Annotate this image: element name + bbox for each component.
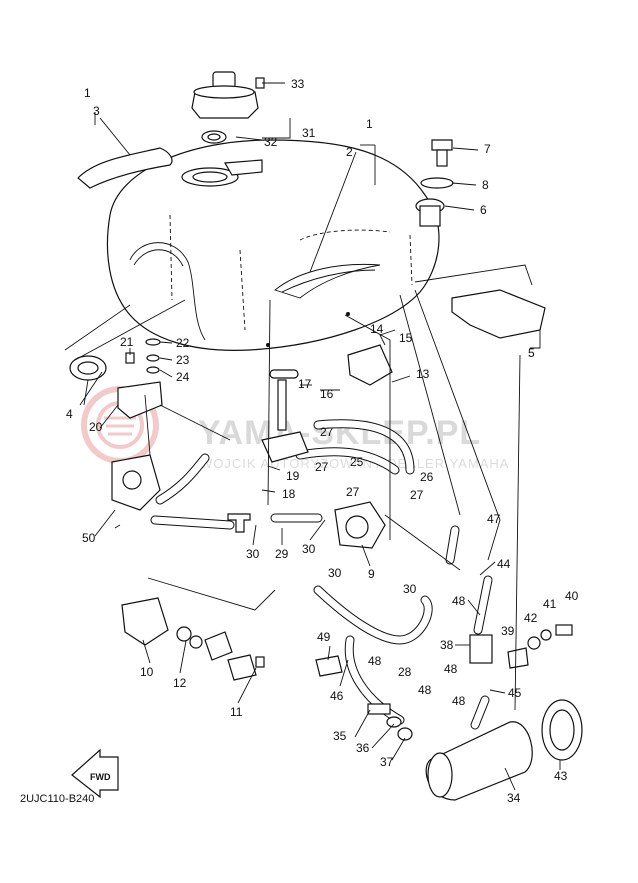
callout-30c: 30 — [328, 566, 342, 580]
callout-30b: 30 — [302, 542, 316, 556]
callout-33: 33 — [291, 77, 305, 91]
callout-47: 47 — [487, 512, 501, 526]
callout-30d: 30 — [403, 582, 417, 596]
callout-38: 38 — [440, 638, 454, 652]
fuel-sender — [261, 369, 309, 463]
callout-19: 19 — [286, 469, 300, 483]
callout-1b: 1 — [366, 117, 373, 131]
drawing-code: 2UJC110-B240 — [20, 793, 94, 805]
tank-bracket — [451, 289, 546, 339]
callout-6: 6 — [480, 203, 487, 217]
callout-11: 11 — [230, 705, 243, 719]
callout-2: 2 — [346, 145, 353, 159]
callout-21: 21 — [120, 335, 134, 349]
callout-29: 29 — [275, 547, 289, 561]
callout-20: 20 — [89, 420, 103, 434]
callout-26: 26 — [420, 470, 434, 484]
callout-36: 36 — [356, 741, 370, 755]
callout-28: 28 — [398, 665, 412, 679]
detail-bracket-line — [147, 577, 276, 611]
mount-bolt-stack — [415, 139, 454, 227]
callout-8: 8 — [482, 178, 489, 192]
callout-22: 22 — [176, 336, 190, 350]
callout-30a: 30 — [246, 547, 260, 561]
fuel-cock-exploded — [121, 597, 265, 681]
fuel-filter-canister — [425, 699, 583, 801]
leader-lines — [64, 82, 541, 711]
filter-fittings — [315, 624, 573, 741]
callout-10: 10 — [140, 665, 154, 679]
callout-50: 50 — [82, 531, 96, 545]
tank-emblem-badge — [77, 147, 173, 189]
callout-27b: 27 — [315, 460, 329, 474]
t-joint — [227, 513, 251, 533]
callout-9: 9 — [368, 567, 375, 581]
callout-5: 5 — [528, 346, 535, 360]
callout-16: 16 — [320, 387, 334, 401]
callout-27c: 27 — [346, 485, 360, 499]
callout-48a: 48 — [452, 594, 466, 608]
callout-39: 39 — [501, 624, 515, 638]
callout-45: 45 — [508, 686, 522, 700]
callout-31: 31 — [302, 126, 316, 140]
fuel-pump — [334, 501, 386, 549]
callout-43: 43 — [554, 769, 568, 783]
callout-34: 34 — [507, 791, 521, 805]
callout-1a: 1 — [84, 86, 91, 100]
callout-49: 49 — [317, 630, 331, 644]
small-fasteners — [125, 338, 161, 374]
callout-27a: 27 — [320, 425, 334, 439]
pump-bracket — [347, 344, 393, 386]
callout-23: 23 — [176, 353, 190, 367]
callout-42: 42 — [524, 611, 538, 625]
callout-15: 15 — [399, 331, 413, 345]
callout-48e: 48 — [418, 683, 432, 697]
fuel-cock-assembly — [111, 394, 161, 511]
callout-17: 17 — [298, 377, 312, 391]
callout-40: 40 — [565, 589, 579, 603]
callout-14: 14 — [370, 322, 384, 336]
rubber-damper — [69, 355, 107, 381]
callout-ticks — [83, 341, 561, 791]
fuel-tank — [106, 139, 440, 351]
fwd-arrow-icon: FWD — [71, 748, 119, 799]
callout-4: 4 — [66, 407, 73, 421]
callout-48c: 48 — [452, 694, 466, 708]
callout-48d: 48 — [368, 654, 382, 668]
callout-41: 41 — [543, 597, 557, 611]
callout-48b: 48 — [444, 662, 458, 676]
callout-13: 13 — [416, 367, 430, 381]
callout-18: 18 — [282, 487, 296, 501]
callout-44: 44 — [497, 557, 511, 571]
callout-3: 3 — [93, 104, 100, 118]
fuel-cap — [191, 71, 265, 144]
callout-24: 24 — [176, 370, 190, 384]
fwd-label: FWD — [90, 772, 111, 782]
callout-12: 12 — [173, 676, 187, 690]
callout-labels: 1 3 1 2 33 31 32 7 8 6 5 4 21 22 23 24 2… — [66, 77, 579, 805]
callout-32: 32 — [264, 135, 278, 149]
callout-7: 7 — [484, 142, 491, 156]
callout-35: 35 — [333, 729, 347, 743]
callout-25: 25 — [350, 455, 364, 469]
callout-37: 37 — [380, 755, 394, 769]
callout-46: 46 — [330, 689, 344, 703]
callout-27d: 27 — [410, 488, 424, 502]
